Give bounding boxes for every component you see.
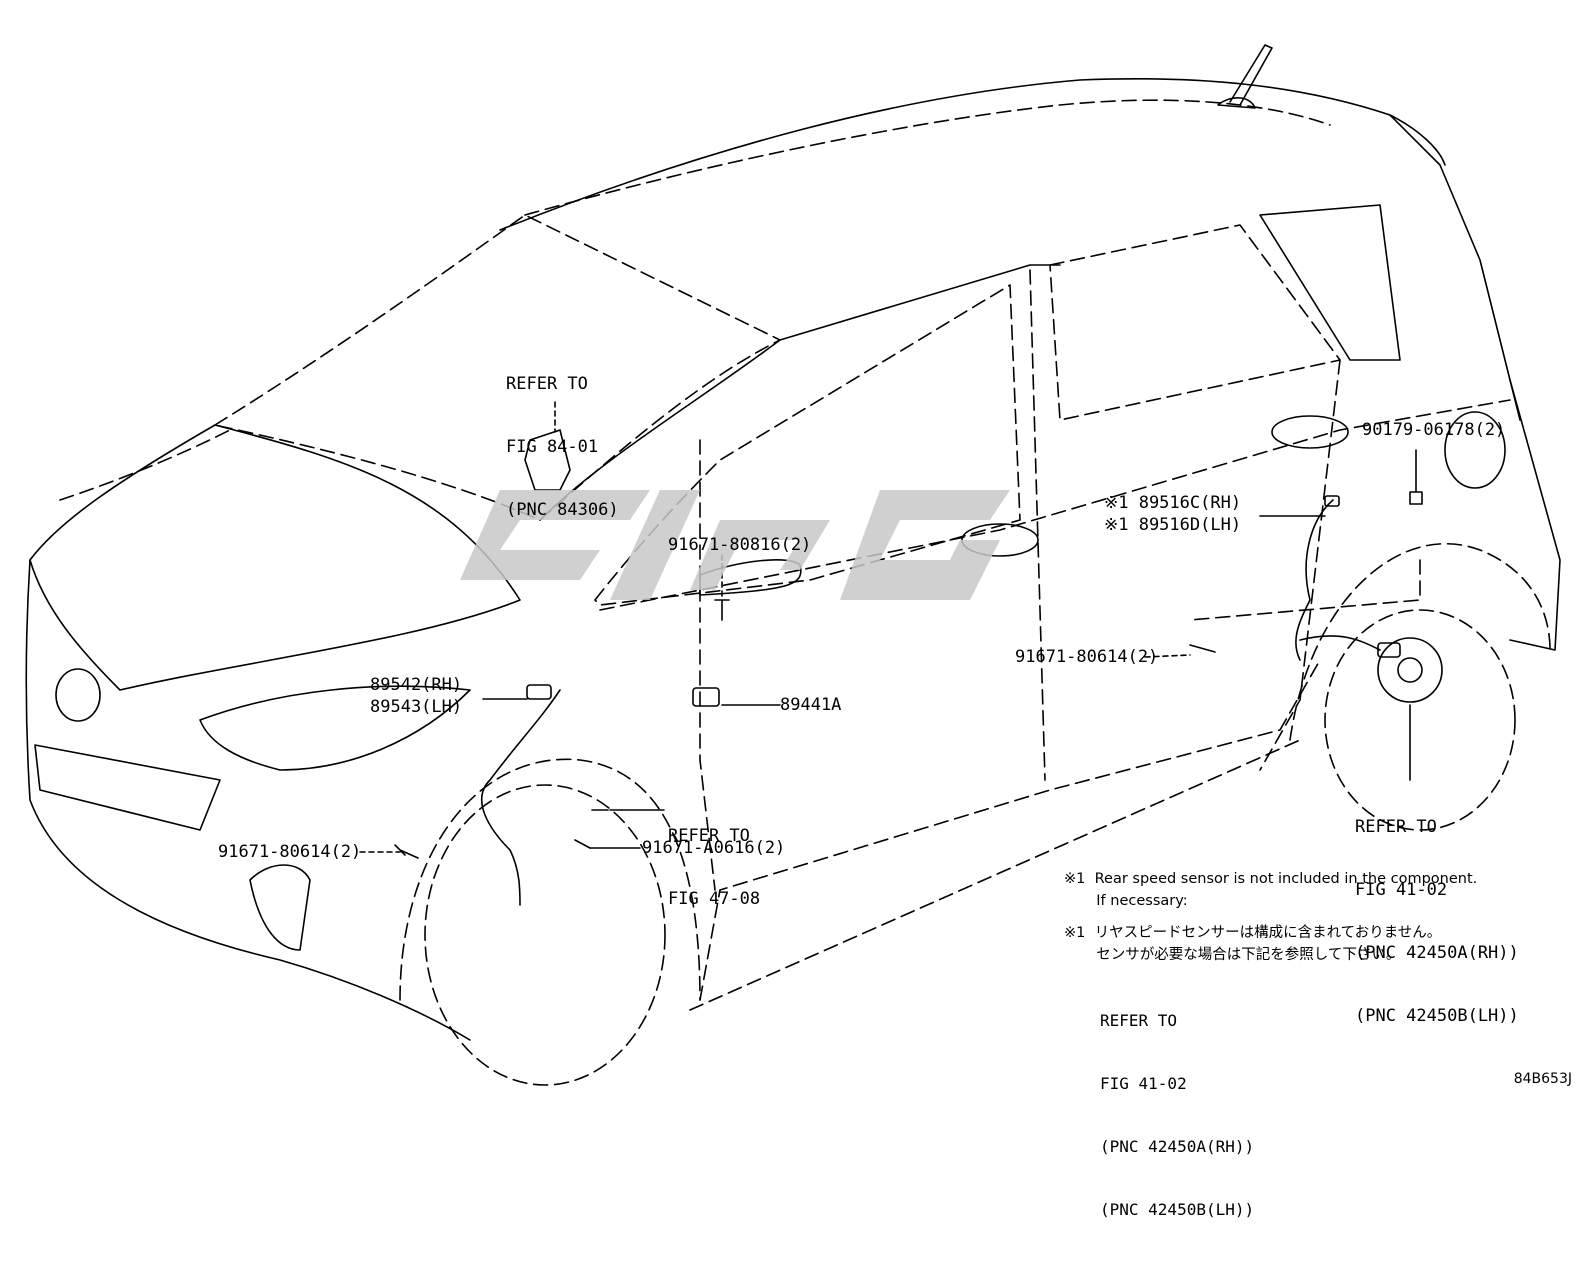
rear-door-window bbox=[1049, 224, 1341, 421]
rear-hub-center bbox=[1397, 657, 1423, 683]
b-pillar-seam bbox=[1029, 269, 1046, 781]
sensor-89441A bbox=[692, 687, 720, 707]
part-89543-lh[interactable]: 89543(LH) bbox=[370, 697, 463, 717]
bolt-left-80614 bbox=[394, 844, 419, 859]
diagram-stage: REFER TO FIG 84-01 (PNC 84306) 91671-808… bbox=[25, 44, 1572, 1219]
antenna bbox=[1229, 44, 1273, 106]
part-91671-80614-right[interactable]: 91671-80614(2) bbox=[1015, 647, 1159, 667]
rear-door-handle bbox=[1271, 415, 1349, 449]
ref-line: (PNC 42450A(RH)) bbox=[1355, 943, 1519, 963]
car-illustration bbox=[25, 44, 1561, 1086]
headlamp bbox=[199, 685, 471, 771]
note-ja-line1: ※1 リヤスピードセンサーは構成に含まれておりません。 bbox=[1064, 925, 1442, 941]
note-en-line2: If necessary: bbox=[1064, 893, 1188, 909]
rocker-lower bbox=[689, 739, 1301, 1011]
front-wheel bbox=[424, 784, 666, 1086]
ref-line: REFER TO bbox=[506, 374, 588, 394]
part-89542-rh[interactable]: 89542(RH) bbox=[370, 675, 463, 695]
front-door-window bbox=[594, 284, 1021, 606]
part-91671-80816[interactable]: 91671-80816(2) bbox=[668, 535, 812, 555]
rear-wheel-arch bbox=[1289, 543, 1551, 741]
front-door-seam bbox=[699, 439, 716, 891]
leader-right-80614 bbox=[1144, 654, 1191, 658]
ref-line: (PNC 84306) bbox=[506, 500, 619, 520]
rear-door-seam bbox=[1259, 359, 1341, 771]
ref-line: (PNC 42450B(LH)) bbox=[1355, 1006, 1519, 1026]
ref-line: (PNC 42450B(LH)) bbox=[1100, 1200, 1255, 1219]
figure-code: 84B653J bbox=[1513, 1071, 1572, 1087]
bolt-80816 bbox=[714, 599, 730, 621]
rear-sensor-connector bbox=[1324, 495, 1340, 507]
rear-hub bbox=[1377, 637, 1443, 703]
part-91671-a0616[interactable]: 91671-A0616(2) bbox=[642, 838, 786, 858]
hood-line bbox=[59, 429, 231, 501]
ref-fig-84-01[interactable]: REFER TO FIG 84-01 (PNC 84306) bbox=[506, 332, 619, 542]
grille bbox=[34, 744, 221, 831]
rear-quarter bbox=[1509, 379, 1561, 651]
belt-line bbox=[599, 399, 1511, 611]
ref-line: REFER TO bbox=[1355, 817, 1437, 837]
bolt-right-80614 bbox=[1189, 644, 1216, 653]
note-ja-line2: センサが必要な場合は下記を参照して下さい。 bbox=[1064, 947, 1401, 963]
rear-harness-tail bbox=[1299, 635, 1381, 651]
windshield bbox=[214, 214, 781, 521]
quarter-window bbox=[1259, 204, 1401, 361]
antenna-base bbox=[1217, 97, 1256, 109]
ref-line: REFER TO bbox=[1100, 1011, 1178, 1030]
part-91671-80614-left[interactable]: 91671-80614(2) bbox=[218, 842, 362, 862]
part-89516c-rh[interactable]: ※1 89516C(RH) bbox=[1104, 493, 1242, 513]
ref-line: FIG 84-01 bbox=[506, 437, 599, 457]
roof-rear bbox=[1389, 114, 1521, 421]
ref-line: REFER TO bbox=[668, 826, 750, 846]
front-sensor-connector bbox=[526, 684, 552, 700]
clip-90179 bbox=[1409, 491, 1423, 505]
rear-wheel bbox=[1324, 609, 1516, 831]
hood-outline bbox=[29, 424, 521, 691]
ref-line: FIG 47-08 bbox=[668, 889, 761, 909]
watermark-logo bbox=[460, 490, 1010, 600]
fuel-lid bbox=[1444, 411, 1506, 489]
part-90179-06178[interactable]: 90179-06178(2) bbox=[1362, 420, 1506, 440]
bolt-a0616 bbox=[574, 839, 591, 849]
note-en-line1: ※1 Rear speed sensor is not included in … bbox=[1064, 871, 1478, 887]
emblem bbox=[55, 668, 101, 722]
part-89516d-lh[interactable]: ※1 89516D(LH) bbox=[1104, 515, 1242, 535]
roof-outline bbox=[499, 77, 1446, 231]
front-wheel-arch bbox=[399, 758, 701, 1001]
roof-side bbox=[524, 99, 1331, 216]
ref-fig-41-02-right[interactable]: REFER TO FIG 41-02 (PNC 42450A(RH)) (PNC… bbox=[1355, 775, 1519, 1048]
rocker-panel bbox=[699, 659, 1321, 1001]
rear-sensor-plug bbox=[1377, 642, 1401, 658]
rear-bumper bbox=[1189, 559, 1421, 621]
ref-line: (PNC 42450A(RH)) bbox=[1100, 1137, 1255, 1156]
ref-fig-47-08[interactable]: REFER TO FIG 47-08 bbox=[668, 784, 760, 931]
front-harness bbox=[480, 689, 561, 906]
ref-line: FIG 41-02 bbox=[1355, 880, 1448, 900]
ref-line: FIG 41-02 bbox=[1100, 1074, 1187, 1093]
fog-lamp bbox=[249, 864, 311, 951]
front-bumper bbox=[25, 559, 471, 1041]
note-ref-fig-41-02[interactable]: REFER TO FIG 41-02 (PNC 42450A(RH)) (PNC… bbox=[1100, 968, 1254, 1262]
part-89441a[interactable]: 89441A bbox=[780, 695, 842, 715]
rear-harness bbox=[1295, 499, 1334, 661]
